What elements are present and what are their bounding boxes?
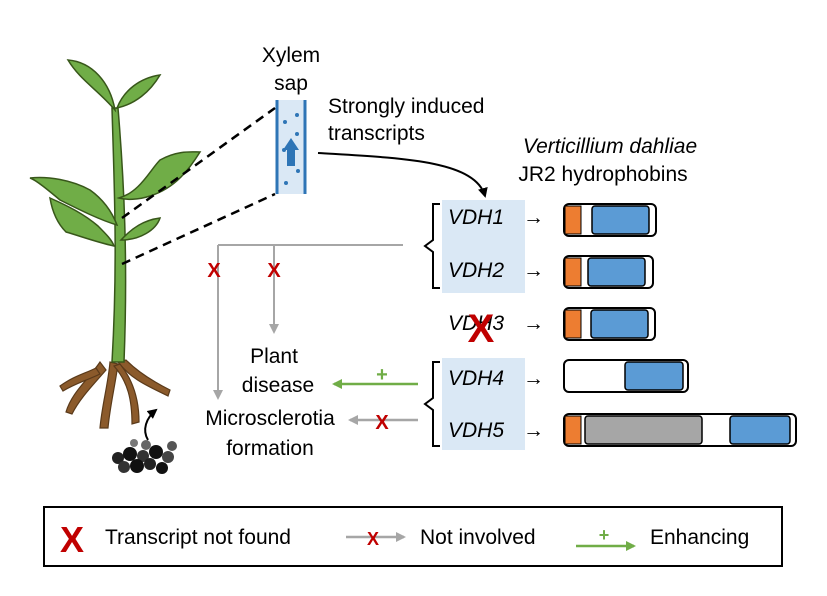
protein-vdh1: [563, 203, 657, 237]
plus-mark-vdh4: +: [376, 364, 388, 386]
gene-highlight-upper: [442, 200, 525, 293]
microsclerotia-line1: Microsclerotia: [205, 407, 335, 430]
gene-label-vdh4: VDH4: [448, 367, 504, 390]
legend-box: [43, 506, 783, 567]
signal-peptide: [564, 415, 582, 445]
gene-arrow-vdh3: →: [523, 312, 544, 335]
gene-arrow-vdh5: →: [523, 419, 544, 442]
legend-not-found-icon: X: [60, 519, 84, 560]
hydrophobin-domain: [591, 205, 650, 235]
hydrophobin-domain: [624, 361, 684, 391]
induced-label-line1: Strongly induced: [328, 95, 484, 118]
plant-stem: [111, 107, 127, 363]
bracket-lower: [423, 361, 440, 447]
hydrophobin-domain: [587, 257, 646, 287]
pellet-to-root-arrow: [144, 408, 158, 441]
xylem-label-line2: sap: [274, 72, 308, 95]
x-mark-vdh3-not-found: X: [468, 307, 495, 351]
plant-roots: [59, 359, 171, 429]
magnify-line-top: [121, 106, 276, 220]
hydrophobin-domain: [729, 415, 791, 445]
microsclerotia-pellets: [112, 439, 177, 474]
leaf-lower-right: [119, 217, 162, 241]
xylem-label-line1: Xylem: [262, 44, 320, 67]
induced-arrow: [317, 152, 488, 198]
bracket-upper: [423, 203, 440, 289]
protein-vdh3: [563, 307, 656, 341]
legend-not-involved-label: Not involved: [420, 526, 536, 549]
xylem-vessel: [275, 100, 307, 194]
signal-peptide: [564, 257, 582, 287]
leaf-top-left: [66, 59, 117, 113]
plant-disease-line2: disease: [242, 374, 314, 397]
signal-peptide: [564, 309, 582, 339]
protein-vdh4: [563, 359, 689, 393]
vdh12-flow-lines: [213, 244, 403, 400]
signal-peptide: [564, 205, 582, 235]
protein-vdh5: [563, 413, 797, 447]
leaf-top-right: [115, 74, 162, 110]
leaf-lower-left: [49, 196, 116, 248]
gene-arrow-vdh4: →: [523, 367, 544, 390]
protein-vdh2: [563, 255, 654, 289]
induced-label-line2: transcripts: [328, 122, 425, 145]
gene-arrow-vdh1: →: [523, 206, 544, 229]
flow-up-icon: [287, 148, 295, 166]
legend-not-involved-x: X: [367, 529, 379, 549]
strain-label: JR2 hydrophobins: [518, 163, 687, 186]
leaf-left: [29, 176, 119, 227]
gene-label-vdh2: VDH2: [448, 259, 504, 282]
microsclerotia-line2: formation: [226, 437, 314, 460]
legend-enhancing-plus: +: [599, 525, 610, 545]
legend: X Transcript not found X Not involved + …: [43, 506, 783, 567]
x-mark-vdh5: X: [375, 412, 389, 434]
legend-not-found-label: Transcript not found: [105, 526, 291, 549]
gene-label-vdh1: VDH1: [448, 206, 504, 229]
leaf-right: [116, 151, 202, 201]
gene-label-vdh3: VDH3: [448, 312, 504, 335]
gene-highlight-lower: [442, 358, 525, 450]
hydrophobin-domain: [590, 309, 649, 339]
gene-arrow-vdh2: →: [523, 259, 544, 282]
x-mark-disease-path: X: [267, 260, 281, 282]
plant-disease-line1: Plant: [250, 345, 298, 368]
plant-illustration: [29, 59, 202, 429]
legend-enhancing-label: Enhancing: [650, 526, 749, 549]
magnify-line-bottom: [121, 192, 276, 266]
gene-label-vdh5: VDH5: [448, 419, 504, 442]
species-name: Verticillium dahliae: [523, 135, 697, 158]
x-mark-microsclerotia-path: X: [207, 260, 221, 282]
other-domain: [584, 415, 703, 445]
